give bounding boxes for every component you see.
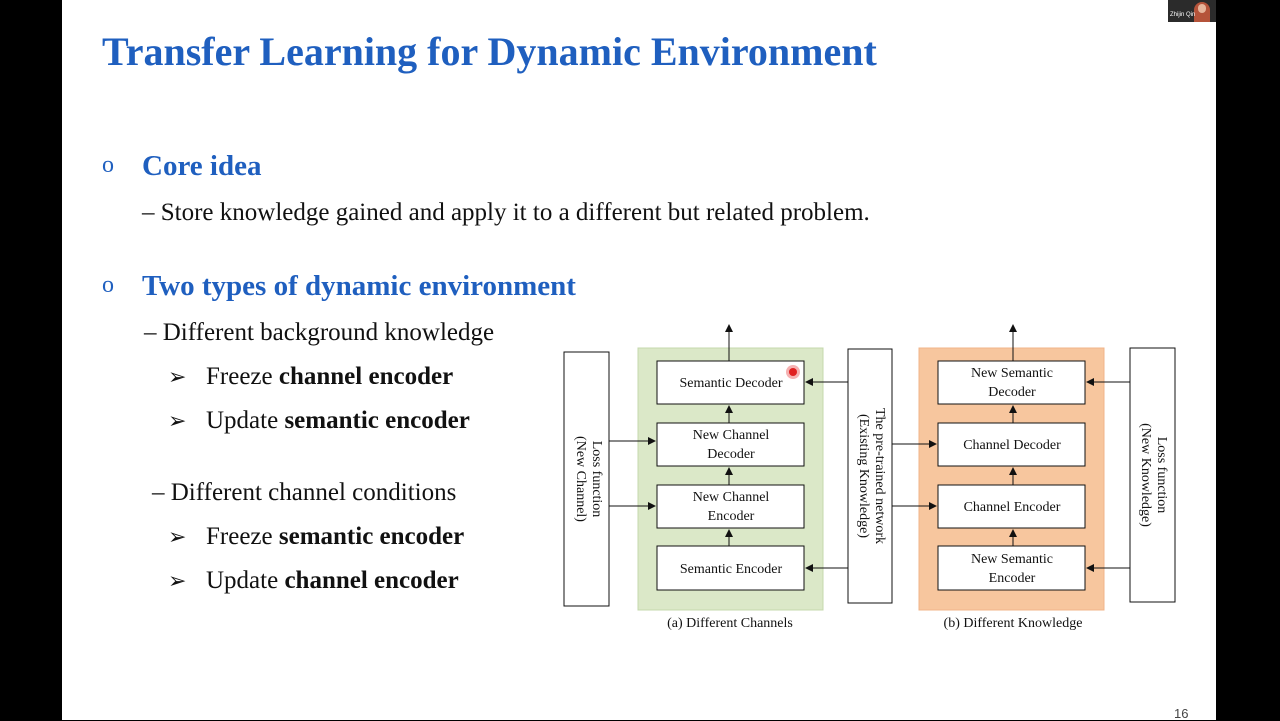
loss-function-label-a: Loss function [589, 441, 604, 518]
pretrained-network-sublabel: (Existing Knowledge) [856, 414, 871, 538]
loss-function-box-a [563, 351, 610, 607]
block-new-semantic-decoder-b-label-1: New Semantic [971, 366, 1053, 381]
item-update-semantic-encoder: Update semantic encoder [206, 407, 470, 434]
arrow-bullet-icon: ➢ [168, 568, 187, 593]
slide-title: Transfer Learning for Dynamic Environmen… [102, 29, 877, 74]
pretrained-network-box [847, 348, 893, 604]
arrow-bullet-icon: ➢ [168, 364, 187, 389]
section-heading-dynamic-env: Two types of dynamic environment [142, 270, 576, 302]
arrow-bullet-icon: ➢ [168, 408, 187, 433]
block-semantic-encoder-a [656, 545, 805, 591]
sub-heading-channel-conditions: – Different channel conditions [152, 479, 457, 506]
pretrained-network-label: The pre-trained network [872, 408, 887, 544]
item-freeze-semantic-encoder: Freeze semantic encoder [206, 523, 465, 550]
block-semantic-decoder-a [656, 360, 805, 405]
block-new-semantic-encoder-b-label-2: Encoder [989, 571, 1036, 586]
item-freeze-channel-encoder: Freeze channel encoder [206, 363, 454, 390]
block-new-semantic-decoder-b [937, 360, 1086, 405]
loss-function-sublabel-a: (New Channel) [573, 436, 588, 522]
block-new-semantic-encoder-b-label-1: New Semantic [971, 552, 1053, 567]
loss-function-label-b: Loss function [1154, 437, 1169, 514]
bullet-icon: o [102, 272, 114, 298]
block-new-semantic-decoder-b-label-2: Decoder [988, 385, 1036, 400]
caption-b: (b) Different Knowledge [944, 616, 1083, 631]
core-idea-text: – Store knowledge gained and apply it to… [142, 199, 870, 226]
block-new-channel-decoder-a [656, 422, 805, 467]
bullet-icon: o [102, 152, 114, 178]
block-new-channel-decoder-a-label-1: New Channel [693, 428, 770, 443]
block-new-channel-encoder-a [656, 484, 805, 529]
block-new-channel-decoder-a-label-2: Decoder [707, 447, 755, 462]
loss-function-sublabel-b: (New Knowledge) [1138, 423, 1153, 527]
block-semantic-encoder-a-label: Semantic Encoder [680, 562, 783, 577]
block-channel-decoder-b-label: Channel Decoder [963, 438, 1061, 453]
block-channel-encoder-b [937, 484, 1086, 529]
section-heading-core-idea: Core idea [142, 150, 262, 182]
webcam-thumbnail[interactable]: Zhijin Qin [1168, 0, 1216, 22]
caption-a: (a) Different Channels [667, 616, 793, 631]
block-new-channel-encoder-a-label-2: Encoder [708, 509, 755, 524]
block-new-semantic-encoder-b [937, 545, 1086, 591]
item-update-channel-encoder: Update channel encoder [206, 567, 459, 594]
block-channel-encoder-b-label: Channel Encoder [964, 500, 1061, 515]
page-number: 16 [1174, 706, 1189, 721]
block-semantic-decoder-a-label: Semantic Decoder [679, 376, 782, 391]
participant-name: Zhijin Qin [1170, 12, 1196, 18]
loss-function-box-b [1129, 347, 1176, 603]
block-channel-decoder-b [937, 422, 1086, 467]
arrow-bullet-icon: ➢ [168, 524, 187, 549]
sub-heading-background-knowledge: – Different background knowledge [144, 319, 495, 346]
block-new-channel-encoder-a-label-1: New Channel [693, 490, 770, 505]
face-icon [1198, 4, 1206, 13]
